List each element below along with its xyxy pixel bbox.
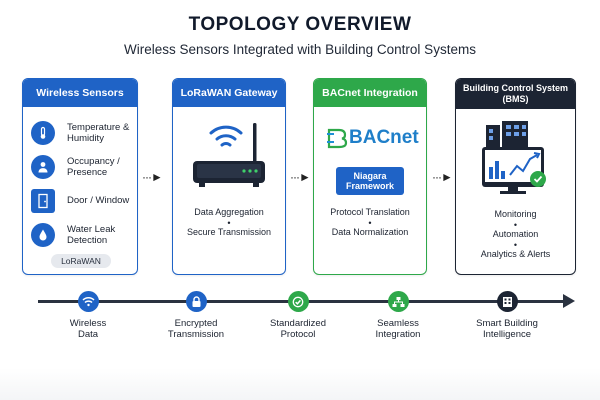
flow-arrow-icon: ···► (290, 170, 311, 184)
bms-line-1: Monitoring (494, 209, 537, 219)
gateway-router-icon (193, 123, 265, 187)
timeline-label: Wireless Data (69, 318, 107, 340)
bms-line-2: Automation (492, 229, 539, 239)
timeline-label: Smart Building Intelligence (476, 318, 538, 340)
thermometer-icon (31, 121, 55, 145)
timeline-arrowhead (563, 294, 575, 308)
bms-dashboard-icon (482, 121, 546, 194)
building-icon (496, 291, 518, 312)
wireless-sensors-card-title: Wireless Sensors (23, 79, 137, 107)
check-icon (287, 291, 309, 312)
bms-card: Building Control System (BMS) Monitoring… (455, 78, 576, 275)
bacnet-integration-card: BACnet Integration BACnet Niagara Framew… (313, 78, 427, 275)
bacnet-line-2: Data Normalization (331, 227, 409, 237)
network-icon (387, 291, 409, 312)
timeline-label: Encrypted Transmission (167, 318, 225, 340)
sensor-label: Occupancy / Presence (67, 155, 120, 179)
bms-line-3: Analytics & Alerts (480, 249, 551, 259)
bullet-separator: • (227, 218, 231, 228)
sensor-water-leak: Water Leak Detection (31, 223, 133, 247)
sensor-door: Door / Window (31, 189, 133, 213)
sensor-label: Door / Window (67, 195, 130, 207)
niagara-framework-badge: Niagara Framework (336, 167, 404, 195)
person-icon (31, 155, 55, 179)
gateway-line-1: Data Aggregation (194, 207, 264, 217)
bacnet-logo: BACnet (326, 127, 419, 149)
bottom-fade (0, 368, 600, 400)
bullet-separator: • (368, 218, 372, 228)
bacnet-card-title: BACnet Integration (314, 79, 426, 107)
lorawan-badge: LoRaWAN (51, 254, 111, 268)
timeline-label: Standardized Protocol (270, 318, 326, 340)
timeline-item-seamless: Seamless Integration (348, 291, 448, 340)
flow-arrow-icon: ···► (432, 170, 453, 184)
lock-icon (185, 291, 207, 312)
bms-card-title: Building Control System (BMS) (456, 79, 575, 109)
timeline-item-encrypted: Encrypted Transmission (146, 291, 246, 340)
timeline-item-smart-building: Smart Building Intelligence (457, 291, 557, 340)
bullet-separator: • (513, 220, 518, 230)
bacnet-line-1: Protocol Translation (330, 207, 410, 217)
flow-arrow-icon: ···► (142, 170, 163, 184)
gateway-card-title: LoRaWAN Gateway (173, 79, 285, 107)
timeline-item-standardized: Standardized Protocol (248, 291, 348, 340)
wifi-icon (77, 291, 99, 312)
lorawan-gateway-card: LoRaWAN Gateway Data Aggregation • Secur… (172, 78, 286, 275)
timeline-label: Seamless Integration (375, 318, 421, 340)
sensor-temperature: Temperature & Humidity (31, 121, 133, 145)
bullet-separator: • (513, 240, 518, 250)
bacnet-logo-text: BACnet (349, 127, 419, 148)
door-icon (31, 189, 55, 213)
wireless-sensors-card: Wireless Sensors Temperature & Humidity … (22, 78, 138, 275)
page-subtitle: Wireless Sensors Integrated with Buildin… (124, 42, 476, 57)
gateway-line-2: Secure Transmission (186, 227, 272, 237)
page-title: TOPOLOGY OVERVIEW (188, 14, 412, 35)
sensor-label: Temperature & Humidity (67, 121, 130, 145)
sensor-label: Water Leak Detection (67, 223, 116, 247)
sensor-occupancy: Occupancy / Presence (31, 155, 133, 179)
bacnet-logo-icon (327, 128, 348, 149)
water-drop-icon (31, 223, 55, 247)
timeline-item-wireless-data: Wireless Data (38, 291, 138, 340)
